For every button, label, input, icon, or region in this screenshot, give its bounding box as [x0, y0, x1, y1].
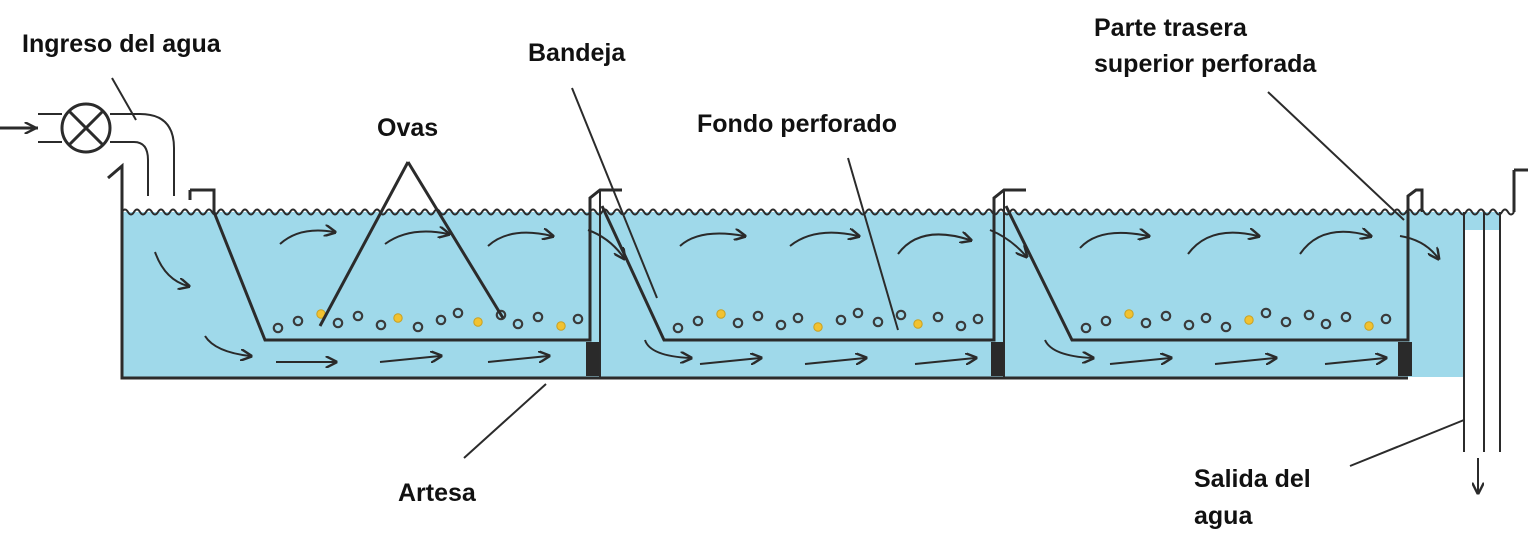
trough	[120, 193, 1408, 380]
water-surface	[121, 208, 1515, 216]
label-back-top-line1: Parte trasera	[1094, 14, 1248, 42]
label-eggs: Ovas	[377, 114, 438, 142]
inlet-pipe	[0, 113, 175, 196]
egg	[435, 314, 447, 326]
egg	[375, 319, 387, 331]
egg	[1160, 310, 1172, 322]
egg	[1100, 315, 1112, 327]
label-tray: Bandeja	[528, 39, 626, 67]
flow-arrows	[154, 230, 1438, 364]
egg-highlight	[913, 319, 923, 329]
egg	[972, 313, 984, 325]
trough-right-wall	[1512, 168, 1528, 212]
egg-highlight	[716, 309, 726, 319]
egg	[1140, 317, 1152, 329]
tray-1	[188, 188, 622, 378]
egg	[1303, 309, 1315, 321]
label-inlet: Ingreso del agua	[22, 30, 222, 58]
egg	[532, 311, 544, 323]
label-outlet-line1: Salida del	[1194, 465, 1311, 493]
egg	[775, 319, 787, 331]
egg	[1183, 319, 1195, 331]
egg	[792, 312, 804, 324]
leader-outlet	[1349, 419, 1465, 467]
label-trough: Artesa	[398, 479, 477, 507]
egg-highlight	[556, 321, 566, 331]
egg	[1220, 321, 1232, 333]
egg	[1200, 312, 1212, 324]
egg	[1260, 307, 1272, 319]
outlet-pipe	[1463, 212, 1501, 492]
label-outlet-line2: agua	[1194, 502, 1253, 530]
egg	[495, 309, 507, 321]
eggs	[272, 307, 1392, 334]
label-back-top-line2: superior perforada	[1094, 50, 1317, 78]
leader-eggs-left	[318, 161, 410, 327]
egg-highlight	[473, 317, 483, 327]
egg	[672, 322, 684, 334]
egg-highlight	[1124, 309, 1134, 319]
leader-inlet	[111, 77, 137, 121]
egg	[852, 307, 864, 319]
egg	[752, 310, 764, 322]
egg	[835, 314, 847, 326]
tray-2	[600, 188, 1026, 378]
egg	[1340, 311, 1352, 323]
egg-highlight	[393, 313, 403, 323]
egg	[572, 313, 584, 325]
egg	[412, 321, 424, 333]
egg	[292, 315, 304, 327]
tray-3	[1004, 188, 1424, 376]
leader-back-top	[1267, 91, 1405, 221]
trough-left-lip	[107, 162, 124, 193]
egg	[452, 307, 464, 319]
egg	[692, 315, 704, 327]
leader-eggs-right	[406, 161, 505, 319]
water	[122, 212, 1464, 377]
leader-lines	[111, 77, 1465, 467]
valve-icon	[60, 102, 112, 154]
egg	[512, 318, 524, 330]
egg-highlight	[1364, 321, 1374, 331]
egg	[872, 316, 884, 328]
leader-perforated-bottom	[847, 157, 899, 331]
egg	[332, 317, 344, 329]
egg	[732, 317, 744, 329]
egg-highlight	[813, 322, 823, 332]
label-perforated-bottom: Fondo perforado	[697, 110, 897, 138]
egg	[895, 309, 907, 321]
egg	[1320, 318, 1332, 330]
leader-trough	[463, 383, 547, 459]
egg	[1280, 316, 1292, 328]
egg	[1080, 322, 1092, 334]
water-outlet-pipe	[1464, 212, 1500, 230]
leader-tray	[571, 87, 658, 299]
egg	[932, 311, 944, 323]
egg	[352, 310, 364, 322]
egg-highlight	[1244, 315, 1254, 325]
egg	[272, 322, 284, 334]
egg	[1380, 313, 1392, 325]
egg	[955, 320, 967, 332]
